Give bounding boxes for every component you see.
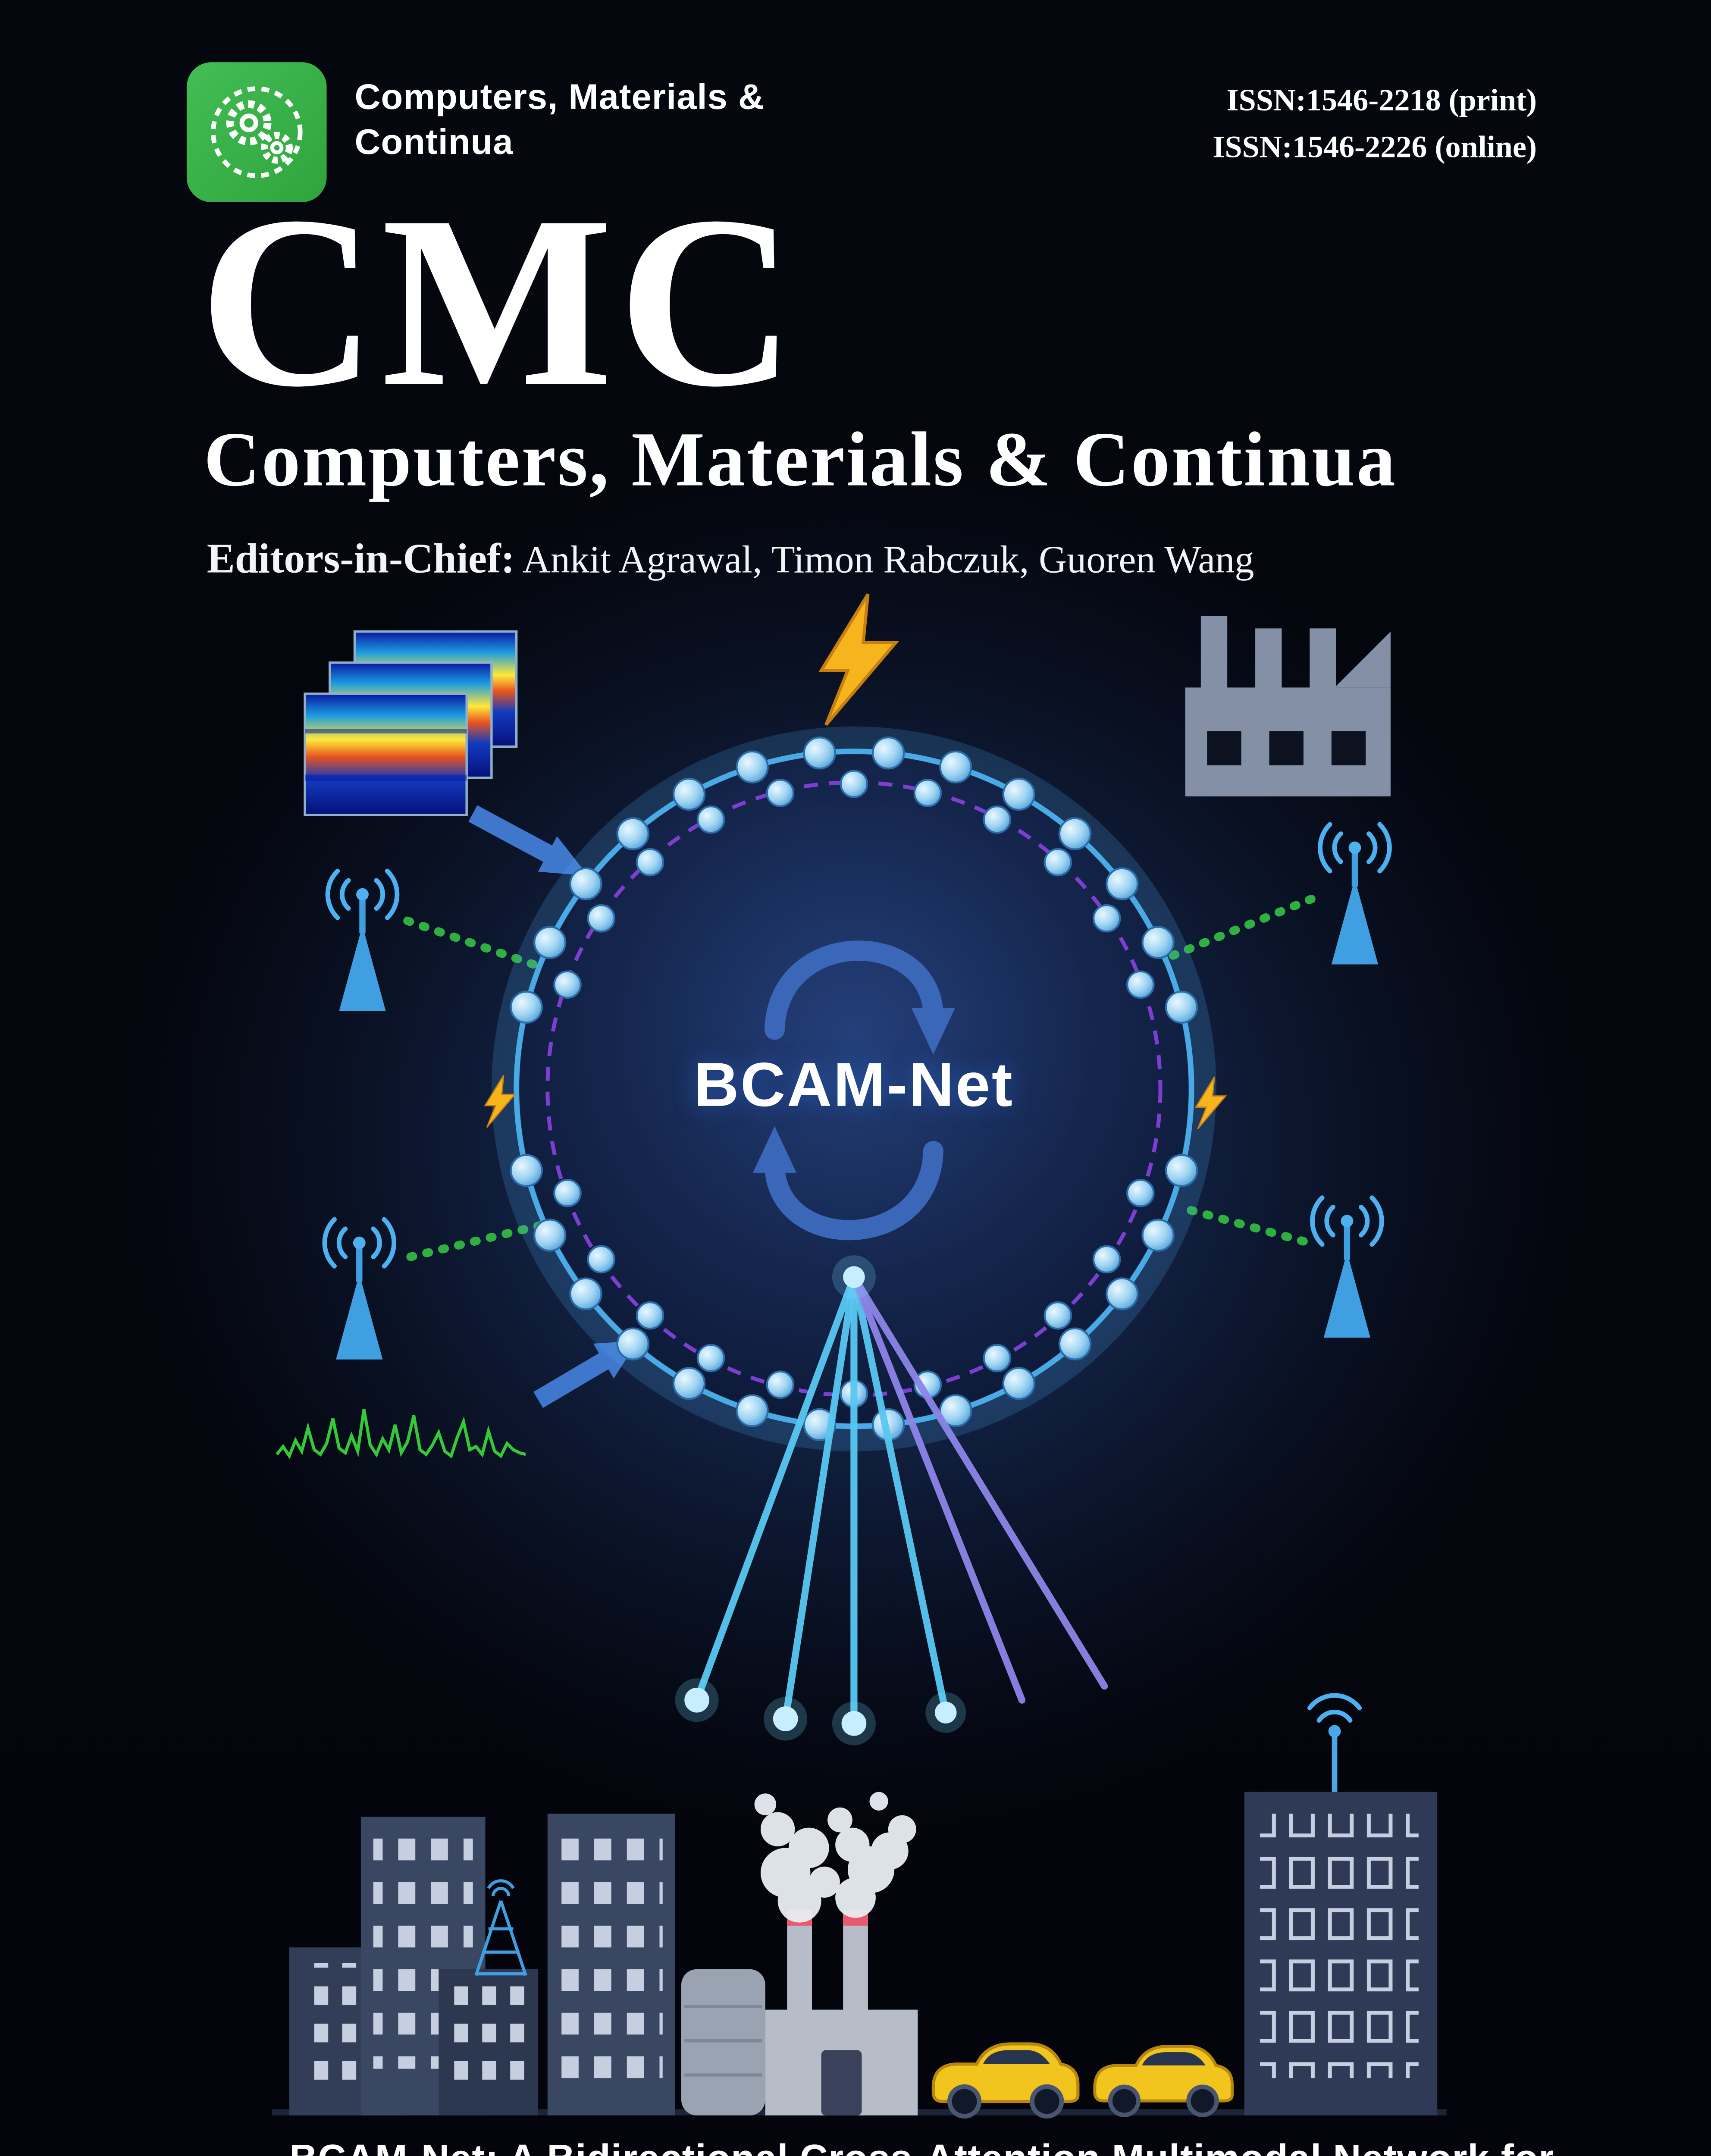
factory-building (681, 1910, 918, 2115)
editors-label: Editors-in-Chief: (207, 535, 515, 582)
editors-line: Editors-in-Chief: Ankit Agrawal, Timon R… (207, 535, 1254, 583)
journal-name: Computers, Materials & Continua (204, 415, 1397, 503)
editors-names: Ankit Agrawal, Timon Rabczuk, Guoren Wan… (522, 539, 1254, 582)
logo-title-line1: Computers, Materials & (354, 76, 765, 117)
diagram-center-label: BCAM-Net (694, 1051, 1014, 1120)
issn-block: ISSN:1546-2218 (print) ISSN:1546-2226 (o… (1213, 78, 1537, 171)
issn-print: ISSN:1546-2218 (print) (1226, 84, 1537, 119)
journal-logo-title: Computers, Materials & Continua (354, 75, 765, 165)
car-icon (933, 2044, 1078, 2116)
city-skyline (272, 1693, 1447, 2116)
tower-icon (474, 1879, 527, 1976)
logo-title-line2: Continua (354, 121, 514, 162)
car-icon (1095, 2046, 1232, 2115)
cycle-arrows-icon (752, 940, 955, 1241)
featured-article-title: BCAM-Net: A Bidirectional Cross-Attentio… (289, 2131, 1554, 2156)
antenna-links (403, 895, 1316, 1261)
sensing-beams (675, 1255, 1108, 1745)
wifi-antenna-icon (1307, 1693, 1362, 1792)
issn-online: ISSN:1546-2226 (online) (1213, 131, 1537, 165)
node-ring-diagram (491, 726, 1216, 1451)
signal-waveform (276, 1409, 526, 1460)
spectrogram-images (304, 630, 518, 816)
spectrogram-arrow (468, 805, 588, 876)
article-title-line1: BCAM-Net: A Bidirectional Cross-Attentio… (289, 2131, 1554, 2156)
smoke (754, 1792, 916, 1923)
gears-logo-icon (210, 86, 303, 179)
journal-logo (186, 62, 327, 202)
factory-icon (1185, 616, 1391, 796)
journal-acronym: CMC (199, 166, 800, 439)
